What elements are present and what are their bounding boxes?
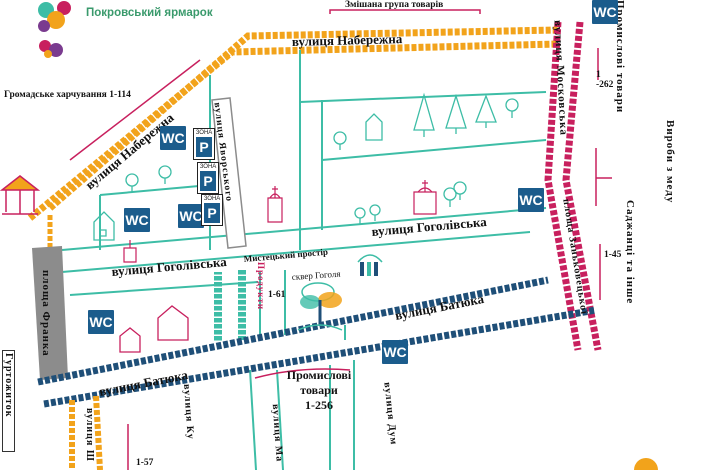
wc-icon[interactable]: WC: [518, 188, 544, 212]
wc-icon[interactable]: WC: [178, 204, 204, 228]
label-street-sh: вулиця Ш: [84, 408, 95, 462]
wc-icon[interactable]: WC: [88, 310, 114, 334]
zone-saplings-range: 1-45: [604, 250, 622, 260]
label-hoholivska-left: вулиця Гоголівська: [111, 254, 228, 279]
parking-zone-label: ЗОНА: [195, 130, 213, 136]
street-batiuka: [37, 276, 597, 408]
label-naberezhna-top: вулиця Набережна: [292, 31, 403, 49]
zone-products: Продукти: [256, 262, 266, 311]
wc-icon[interactable]: WC: [160, 126, 186, 150]
fountain-tree-icon: [297, 282, 343, 331]
zone-products-range: 1-61: [268, 290, 286, 300]
street-bottom-left: [69, 395, 103, 470]
zone-honey: Вироби з меду: [664, 120, 676, 204]
parking-icon[interactable]: ЗОНА P: [197, 162, 219, 194]
zone-brackets: [69, 9, 612, 470]
wc-icon[interactable]: WC: [592, 0, 618, 24]
zone-industrial-center-range: 1-256: [305, 398, 333, 412]
tree-icon: [125, 92, 519, 224]
teal-strips: [214, 270, 246, 342]
wc-icon[interactable]: WC: [124, 208, 150, 232]
logo-icon-corner: [632, 454, 660, 475]
parking-letter: P: [204, 203, 220, 223]
house-icon: [93, 113, 383, 241]
wc-icon[interactable]: WC: [382, 340, 408, 364]
zone-industrial-center: Промислові товари 1-256: [284, 368, 354, 413]
parking-zone-label: ЗОНА: [199, 164, 217, 170]
parking-icon[interactable]: ЗОНА P: [193, 128, 215, 160]
zone-mixed-goods: Змішана група товарів: [345, 0, 444, 10]
church-icon: [123, 180, 437, 263]
parking-icon[interactable]: ЗОНА P: [201, 194, 223, 226]
parking-letter: P: [196, 137, 212, 157]
zone-industrial-center-b: товари: [300, 383, 338, 397]
label-batiuka-right: вулиця Батюка: [394, 291, 486, 323]
street-naberezhna: [27, 26, 559, 250]
logo-icon: [34, 0, 80, 34]
street-moskovska: [544, 21, 602, 351]
label-franka: площа Франка: [40, 270, 52, 357]
brand-name: Покровський ярмарок: [86, 7, 213, 19]
parking-letter: P: [200, 171, 216, 191]
zone-industrial-center-a: Промислові: [286, 368, 352, 382]
zone-saplings: Саджанці та інше: [624, 200, 636, 305]
theatre-icon: [357, 254, 383, 276]
label-hurtozhytok: Гуртожиток: [2, 350, 15, 452]
carousel-icon: [0, 175, 41, 215]
house-icon: [119, 305, 189, 353]
zone-food: Громадське харчування 1-114: [4, 90, 131, 100]
zone-industrial-right-range: 1 -262: [596, 70, 614, 90]
label-naberezhna-diag: вулиця Набережна: [82, 109, 177, 192]
logo-icon-small: [36, 38, 66, 60]
zone-industrial-right-b: товари: [614, 72, 626, 114]
zone-bottom-left-range: 1-57: [136, 458, 154, 468]
label-square-hohol: сквер Гоголя: [291, 269, 340, 282]
label-batiuka-left: вулиця Батюка: [98, 367, 190, 399]
square-franka: [32, 246, 68, 380]
parking-zone-label: ЗОНА: [203, 196, 221, 202]
